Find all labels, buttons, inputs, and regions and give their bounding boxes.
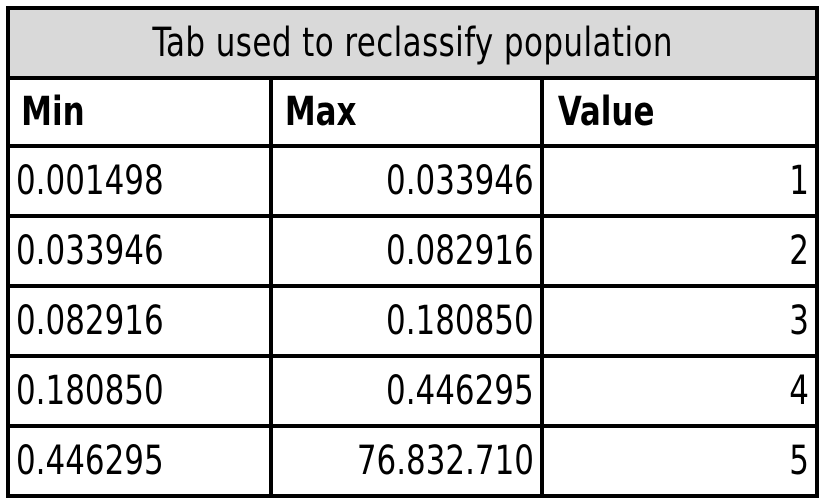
cell-value-text: 3 — [789, 298, 809, 344]
column-header-value: Value — [540, 76, 819, 148]
cell-max: 0.180850 — [269, 284, 544, 358]
column-header-min-text: Min — [21, 89, 85, 135]
cell-min-text: 0.001498 — [16, 158, 164, 204]
cell-min: 0.446295 — [6, 424, 273, 498]
cell-max-text: 0.082916 — [386, 228, 534, 274]
cell-min: 0.001498 — [6, 144, 273, 218]
table-header-row: Min Max Value — [6, 76, 819, 148]
table-caption: Tab used to reclassify population — [6, 6, 819, 80]
cell-min-text: 0.446295 — [16, 438, 164, 484]
cell-max: 76.832.710 — [269, 424, 544, 498]
cell-max-text: 0.033946 — [386, 158, 534, 204]
cell-value-text: 2 — [789, 228, 809, 274]
table-row: 0.446295 76.832.710 5 — [6, 424, 819, 498]
cell-value: 3 — [540, 284, 819, 358]
cell-min: 0.180850 — [6, 354, 273, 428]
cell-min-text: 0.180850 — [16, 368, 164, 414]
table-caption-text: Tab used to reclassify population — [152, 20, 673, 66]
cell-max: 0.033946 — [269, 144, 544, 218]
table-row: 0.001498 0.033946 1 — [6, 144, 819, 218]
column-header-max-text: Max — [284, 89, 357, 135]
cell-value: 4 — [540, 354, 819, 428]
reclassify-table: Tab used to reclassify population Min Ma… — [6, 6, 819, 498]
cell-value: 1 — [540, 144, 819, 218]
column-header-max: Max — [269, 76, 544, 148]
cell-max-text: 76.832.710 — [356, 438, 534, 484]
table-row: 0.180850 0.446295 4 — [6, 354, 819, 428]
cell-value-text: 5 — [789, 438, 809, 484]
reclassify-table-container: Tab used to reclassify population Min Ma… — [6, 6, 819, 498]
table-caption-row: Tab used to reclassify population — [6, 6, 819, 80]
cell-value: 5 — [540, 424, 819, 498]
cell-value: 2 — [540, 214, 819, 288]
cell-max-text: 0.446295 — [386, 368, 534, 414]
cell-min-text: 0.033946 — [16, 228, 164, 274]
column-header-value-text: Value — [557, 89, 655, 135]
column-header-min: Min — [6, 76, 273, 148]
cell-max: 0.082916 — [269, 214, 544, 288]
table-row: 0.082916 0.180850 3 — [6, 284, 819, 358]
cell-value-text: 1 — [789, 158, 809, 204]
cell-min: 0.033946 — [6, 214, 273, 288]
table-row: 0.033946 0.082916 2 — [6, 214, 819, 288]
cell-value-text: 4 — [789, 368, 809, 414]
cell-max: 0.446295 — [269, 354, 544, 428]
cell-max-text: 0.180850 — [386, 298, 534, 344]
cell-min: 0.082916 — [6, 284, 273, 358]
cell-min-text: 0.082916 — [16, 298, 164, 344]
